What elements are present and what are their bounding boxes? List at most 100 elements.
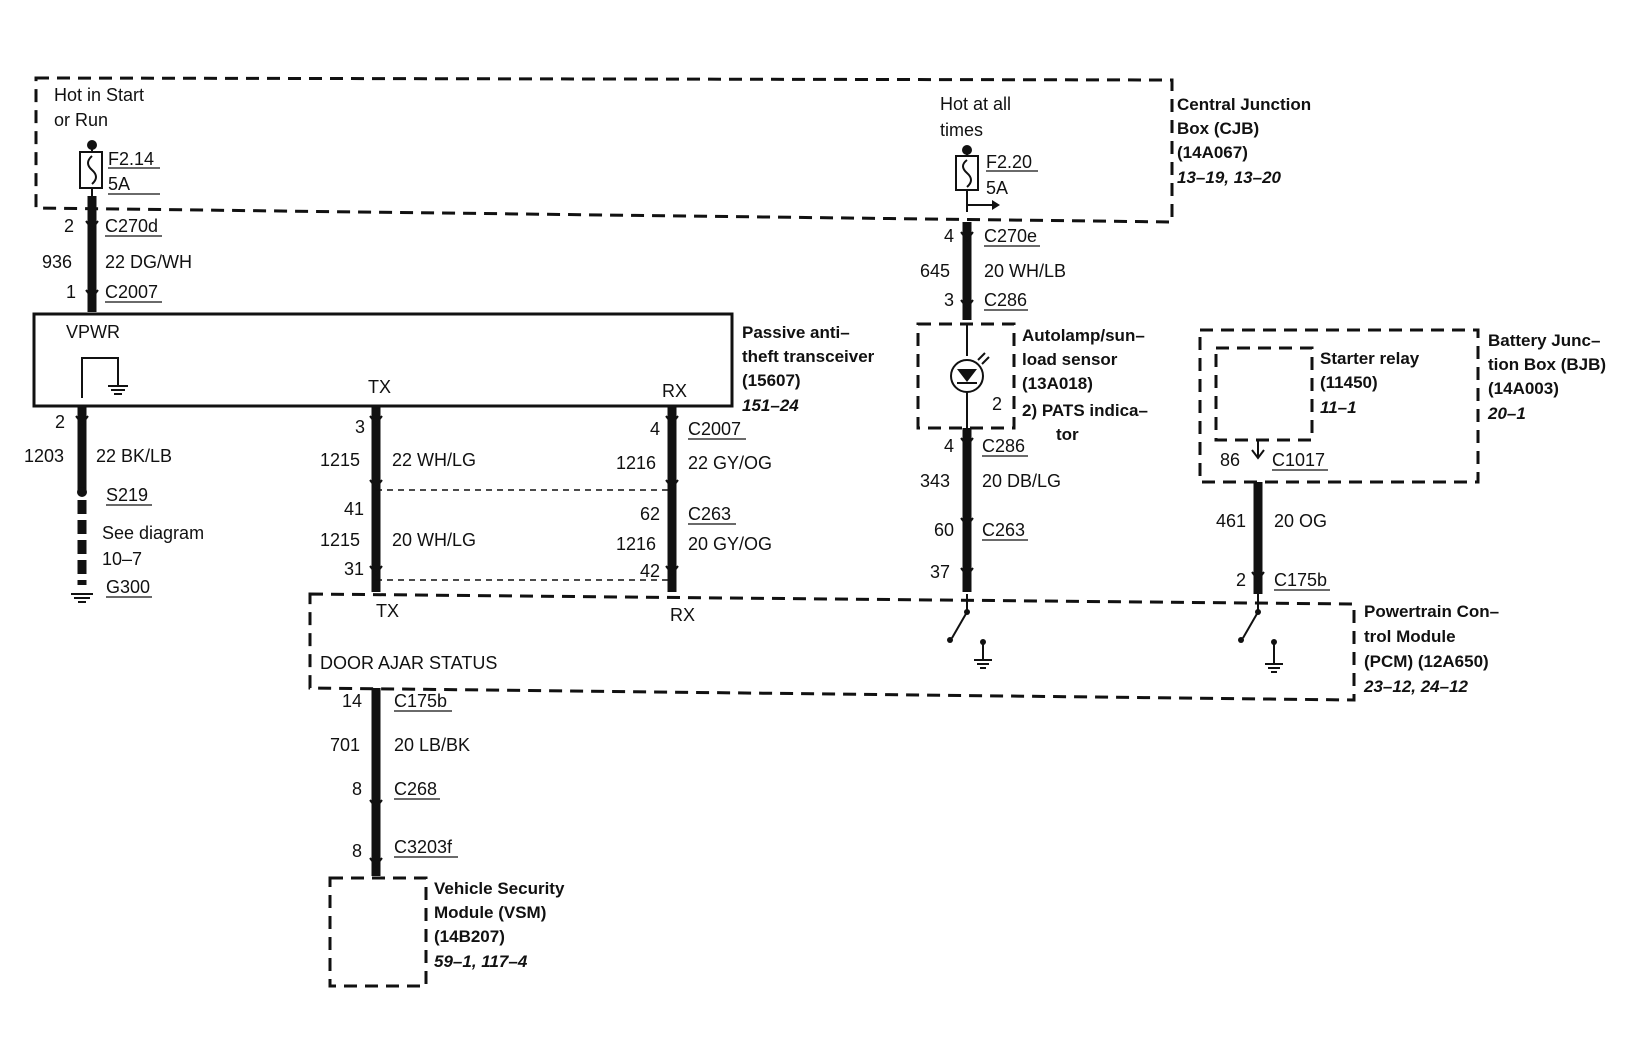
wire-spec: 20 LB/BK: [394, 735, 470, 755]
transceiver-ref: 151–24: [742, 396, 799, 415]
vsm-ref: 59–1, 117–4: [434, 952, 528, 971]
pin-label: 60: [934, 520, 954, 540]
sensor-pin: 2: [992, 394, 1002, 414]
cjb-title-line1: Central Junction: [1177, 95, 1311, 114]
connector-label: C286: [984, 290, 1027, 310]
vsm-box: [328, 876, 428, 988]
circuit-number: 701: [330, 735, 360, 755]
vsm-title-line1: Vehicle Security: [434, 879, 565, 898]
fuse-f2-20: F2.20 5A: [955, 145, 1038, 212]
bjb-ref: 20–1: [1487, 404, 1526, 423]
sensor-title-line1: Autolamp/sun–: [1022, 326, 1145, 345]
connector-label: C263: [982, 520, 1025, 540]
cjb-title-line2: Box (CJB): [1177, 119, 1259, 138]
wire-spec: 20 DB/LG: [982, 471, 1061, 491]
pin-label: 1: [66, 282, 76, 302]
rx-label: RX: [662, 381, 687, 401]
circuit-number: 1215: [320, 530, 360, 550]
pin-label: 4: [944, 436, 954, 456]
pin-label: 2: [55, 412, 65, 432]
connector-label: C175b: [1274, 570, 1327, 590]
cjb-left-feed-line1: Hot in Start: [54, 85, 144, 105]
cjb-right-feed-line1: Hot at all: [940, 94, 1011, 114]
pin-label: 3: [355, 417, 365, 437]
pin-label: 2: [1236, 570, 1246, 590]
fuse-a-rating: 5A: [108, 174, 130, 194]
transceiver-title-line2: theft transceiver: [742, 347, 875, 366]
cjb-left-feed-line2: or Run: [54, 110, 108, 130]
passive-anti-theft-transceiver: VPWR TX RX Passive anti– theft transceiv…: [32, 312, 875, 415]
see-diagram-line1: See diagram: [102, 523, 204, 543]
pin-label: 31: [344, 559, 364, 579]
pcm-title-line1: Powertrain Con–: [1364, 602, 1499, 621]
fuse-f2-14: F2.14 5A: [79, 140, 160, 196]
vsm-title-line3: (14B207): [434, 927, 505, 946]
transceiver-title-line3: (15607): [742, 371, 801, 390]
wire-spec: 22 WH/LG: [392, 450, 476, 470]
wire-spec: 20 GY/OG: [688, 534, 772, 554]
pin-label: 8: [352, 841, 362, 861]
cjb-title-line3: (14A067): [1177, 143, 1248, 162]
pin-label: 8: [352, 779, 362, 799]
starter-title-line1: Starter relay: [1320, 349, 1420, 368]
connector-label: C263: [688, 504, 731, 524]
switch-contact-icon: [951, 611, 968, 639]
tx-label: TX: [368, 377, 391, 397]
wire-645: 4 C270e 645 20 WH/LB 3 C286: [920, 222, 1066, 320]
starter-pin: 86: [1220, 450, 1240, 470]
pcm-title-line2: trol Module: [1364, 627, 1456, 646]
circuit-number: 461: [1216, 511, 1246, 531]
connector-label: C268: [394, 779, 437, 799]
connector-label: C2007: [688, 419, 741, 439]
circuit-number: 1216: [616, 453, 656, 473]
transceiver-box: [32, 312, 734, 408]
vpwr-label: VPWR: [66, 322, 120, 342]
pcm-tx-label: TX: [376, 601, 399, 621]
wire-461: 461 20 OG 2 C175b: [1216, 482, 1330, 594]
pin-label: 4: [944, 226, 954, 246]
wire-1216-rx: 4 C2007 1216 22 GY/OG 62 C263 1216 20 GY…: [616, 406, 772, 592]
pin-label: 41: [344, 499, 364, 519]
connector-label: C3203f: [394, 837, 453, 857]
circuit-number: 1203: [24, 446, 64, 466]
connector-label: C286: [982, 436, 1025, 456]
autolamp-sunload-sensor: 2 Autolamp/sun– load sensor (13A018) 2) …: [916, 322, 1148, 444]
diode-icon: [957, 369, 977, 382]
pin-label: 4: [650, 419, 660, 439]
pcm-ref: 23–12, 24–12: [1363, 677, 1469, 696]
wire-spec: 20 WH/LB: [984, 261, 1066, 281]
starter-relay: Starter relay (11450) 11–1 86 C1017: [1214, 346, 1420, 471]
connector-label: C2007: [105, 282, 158, 302]
arrow-right-icon: [992, 200, 1000, 210]
bjb-title-line1: Battery Junc–: [1488, 331, 1600, 350]
wire-spec: 22 BK/LB: [96, 446, 172, 466]
switch-contact-icon: [1242, 611, 1259, 639]
pin-label: 2: [64, 216, 74, 236]
sensor-note-line2: tor: [1056, 425, 1079, 444]
wire-701: 14 C175b 701 20 LB/BK 8 C268 8 C3203f: [330, 688, 470, 876]
transceiver-title-line1: Passive anti–: [742, 323, 850, 342]
circuit-number: 936: [42, 252, 72, 272]
fuse-b-id: F2.20: [986, 152, 1032, 172]
sensor-title-line3: (13A018): [1022, 374, 1093, 393]
starter-relay-box: [1214, 346, 1314, 442]
ground-label: G300: [106, 577, 150, 597]
see-diagram-line2: 10–7: [102, 549, 142, 569]
connector-label: C270d: [105, 216, 158, 236]
bjb-title-line2: tion Box (BJB): [1488, 355, 1606, 374]
pin-label: 37: [930, 562, 950, 582]
wire-936: 2 C270d 936 22 DG/WH 1 C2007: [42, 196, 192, 312]
fuse-a-id: F2.14: [108, 149, 154, 169]
wire-343: 4 C286 343 20 DB/LG 60 C263 37: [920, 428, 1061, 592]
pin-label: 62: [640, 504, 660, 524]
door-ajar-status-label: DOOR AJAR STATUS: [320, 653, 497, 673]
pcm-title-line3: (PCM) (12A650): [1364, 652, 1489, 671]
splice-label: S219: [106, 485, 148, 505]
connector-label: C175b: [394, 691, 447, 711]
circuit-number: 1216: [616, 534, 656, 554]
sensor-title-line2: load sensor: [1022, 350, 1118, 369]
splice-dot: [77, 487, 87, 497]
circuit-number: 1215: [320, 450, 360, 470]
fuse-b-rating: 5A: [986, 178, 1008, 198]
